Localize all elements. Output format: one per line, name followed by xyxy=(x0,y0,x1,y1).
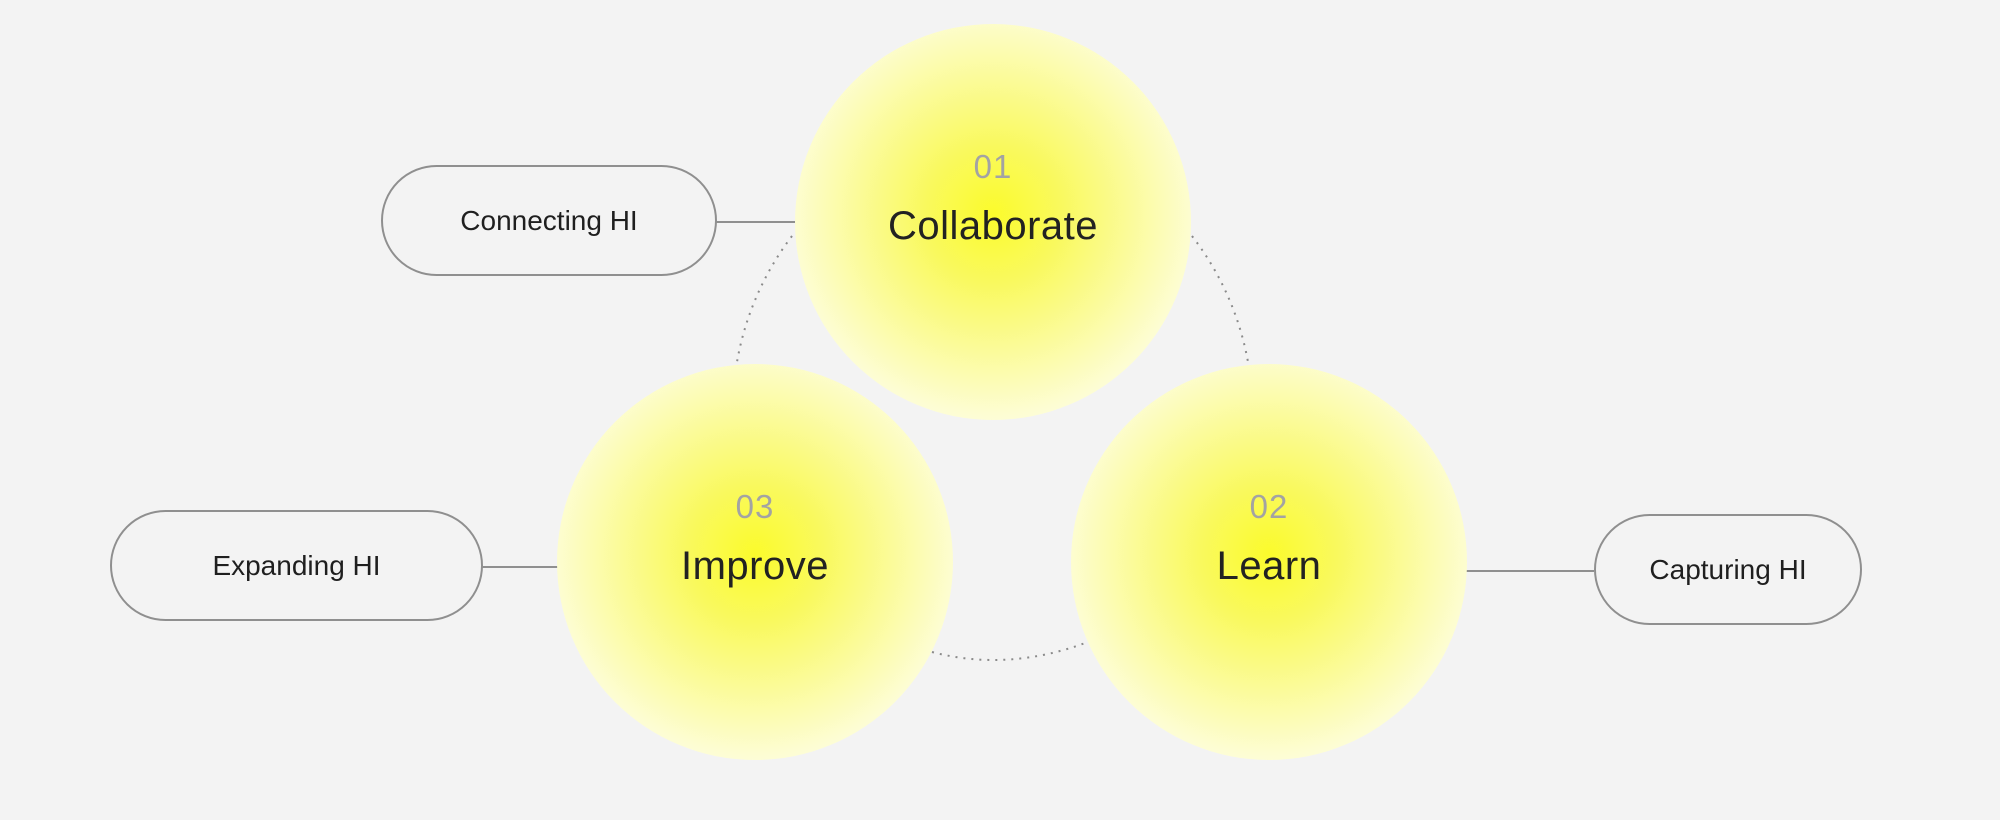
label-expanding: Expanding HI xyxy=(110,510,483,621)
cycle-arc-right xyxy=(1191,235,1249,363)
label-connecting: Connecting HI xyxy=(381,165,717,276)
stage-number: 02 xyxy=(1249,488,1289,525)
stage-circle-learn: 02 Learn xyxy=(1071,364,1467,760)
stage-title: Learn xyxy=(1216,544,1322,588)
stage-circle-collaborate: 01 Collaborate xyxy=(795,24,1191,420)
stage-circle-improve: 03 Improve xyxy=(557,364,953,760)
stage-title: Improve xyxy=(681,544,829,588)
stage-number: 01 xyxy=(973,148,1013,185)
stage-title: Collaborate xyxy=(887,204,1099,248)
cycle-arc-bottom xyxy=(931,641,1089,661)
label-capturing: Capturing HI xyxy=(1594,514,1862,625)
cycle-arc-left xyxy=(736,235,793,363)
stage-number: 03 xyxy=(735,488,775,525)
